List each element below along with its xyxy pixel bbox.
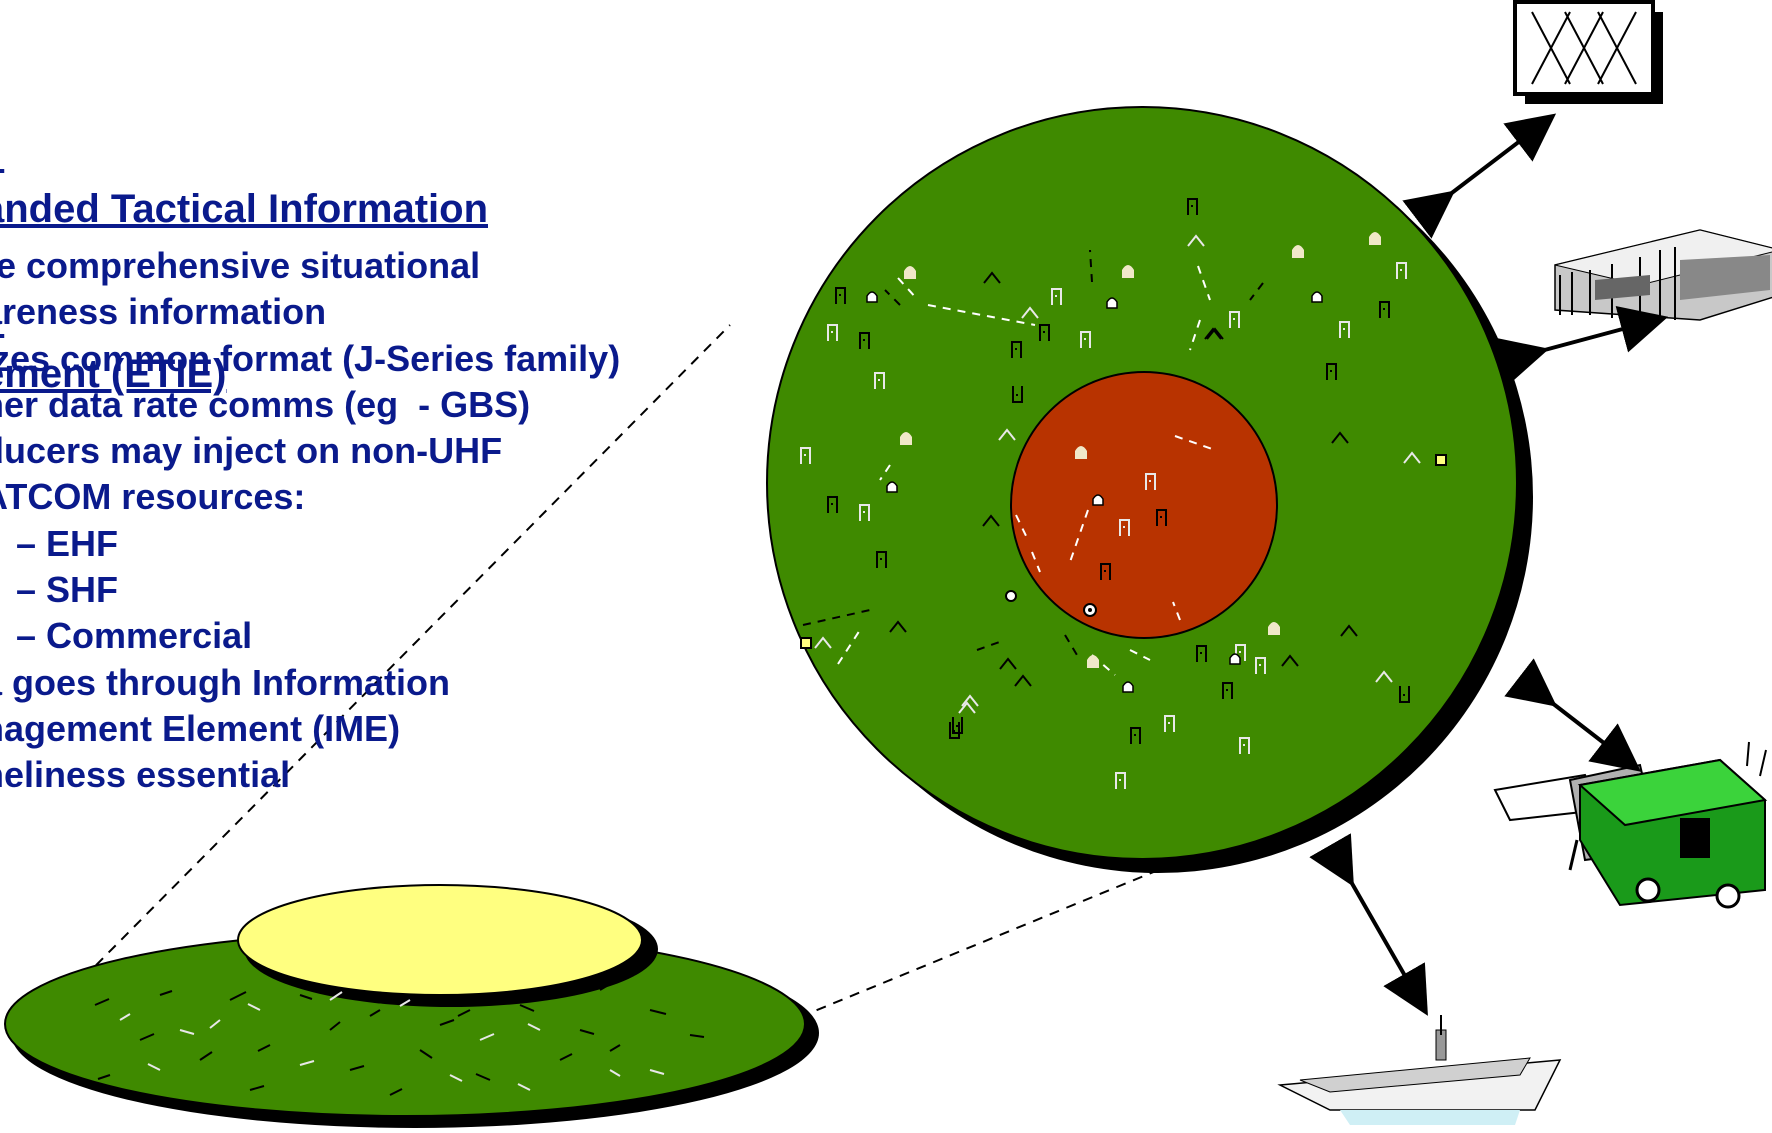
sub-bullet-item: – EHF <box>16 522 119 564</box>
bullet-item: ATCOM resources: <box>0 476 306 518</box>
etie-title: anded Tactical Information ement (ETIE) <box>0 72 488 457</box>
bullet-item: neliness essential <box>0 754 291 796</box>
title-line-2: ement (ETIE) <box>0 352 227 396</box>
small-markers <box>800 454 1447 649</box>
sub-bullet-item: – Commercial <box>16 615 253 657</box>
bullet-item: izes common format (J-Series family) <box>0 337 621 379</box>
sub-bullet-item: – SHF <box>16 569 119 611</box>
truck-shelter-icon <box>1493 741 1768 909</box>
unit-connections-black <box>802 249 1264 661</box>
corps-hq-symbol-icon <box>1513 0 1663 104</box>
top-disk <box>237 884 643 996</box>
bottom-disk-units <box>94 983 705 1096</box>
bullet-item: a goes through Information <box>0 661 450 703</box>
bullet-item: nagement Element (IME) <box>0 707 401 749</box>
projection-lines <box>19 324 1196 1059</box>
building-icon <box>1554 229 1772 321</box>
aircraft-carrier-icon <box>1277 1015 1562 1125</box>
inner-disk <box>1010 371 1278 639</box>
bullet-item: areness information <box>0 291 327 333</box>
bottom-disk-group <box>4 884 819 1128</box>
bullet-item: her data rate comms (eg - GBS) <box>0 383 531 425</box>
main-circle-group <box>766 106 1533 873</box>
bullet-item: re comprehensive situational <box>0 245 481 286</box>
title-line-1: anded Tactical Information <box>0 187 488 231</box>
bullet-item: ducers may inject on non-UHF <box>0 430 503 472</box>
bottom-disk-units-light <box>119 991 665 1091</box>
link-arrows <box>1309 113 1669 1016</box>
bullet-list: re comprehensive situational areness inf… <box>0 243 620 799</box>
